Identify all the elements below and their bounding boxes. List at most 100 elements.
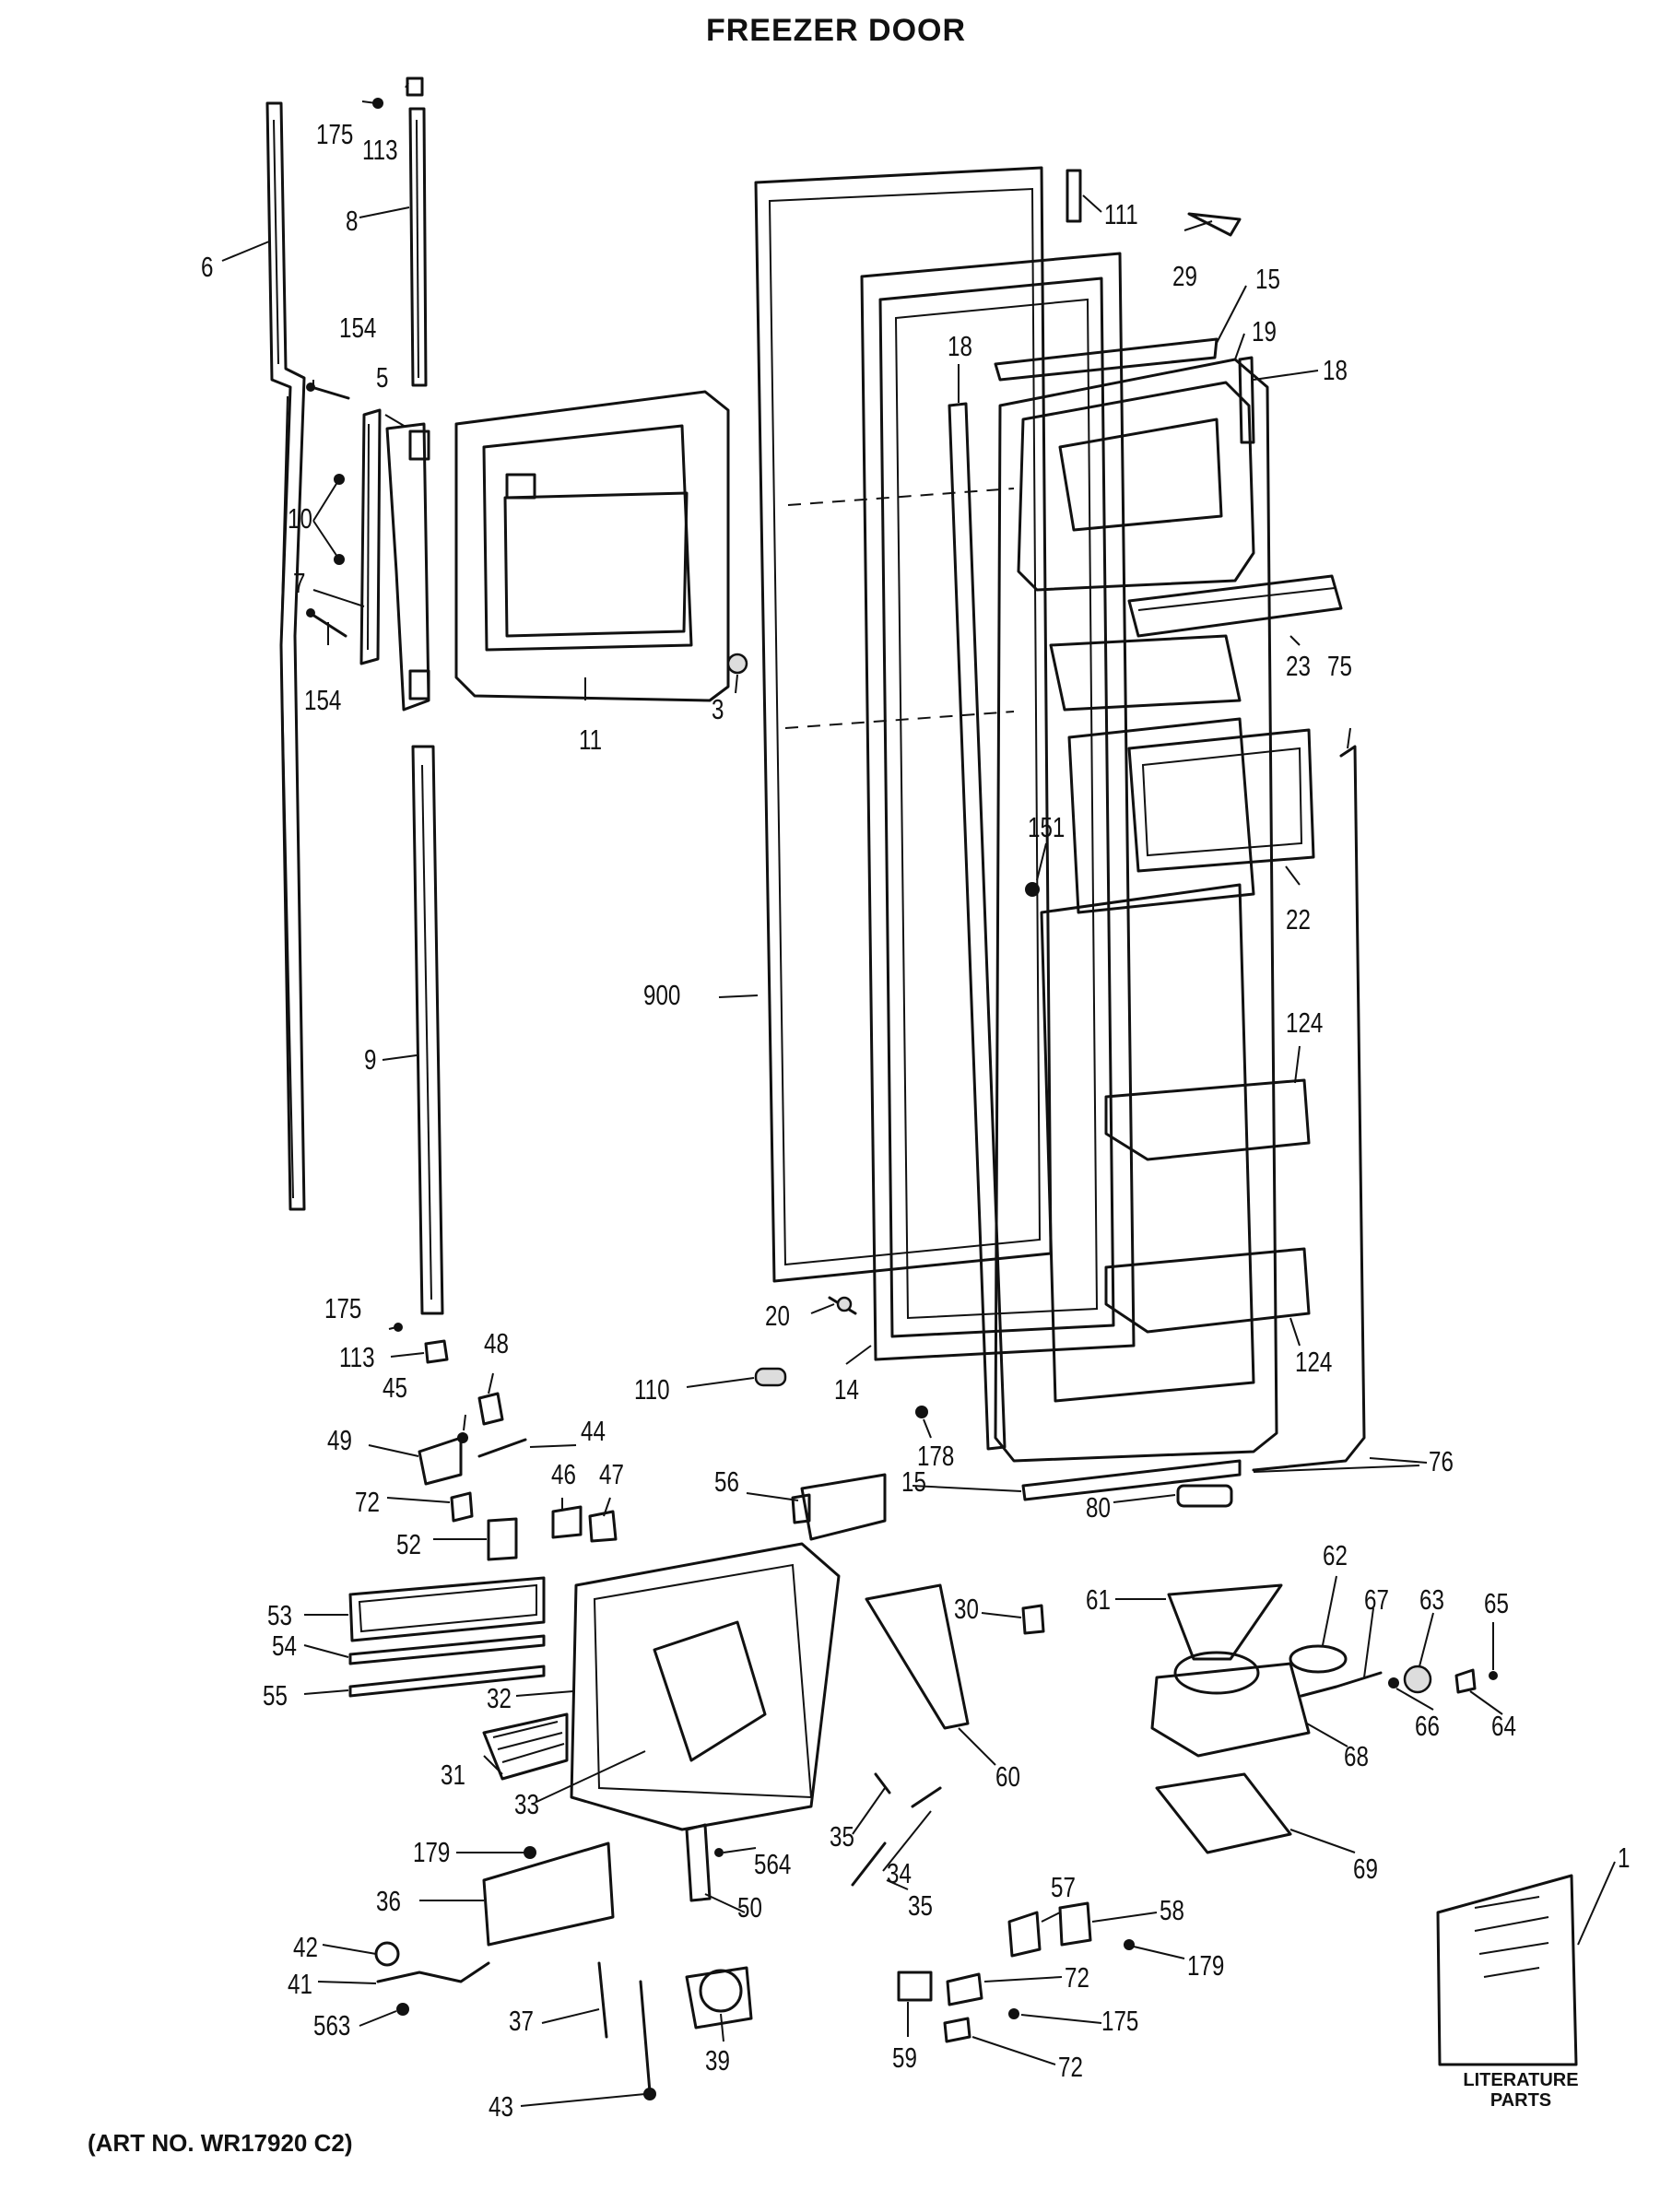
part-46-bracket — [551, 1505, 583, 1539]
part-48-clip — [477, 1392, 504, 1426]
part-65-fastener — [1489, 1671, 1498, 1680]
callout-11: 11 — [579, 724, 603, 756]
callout-41: 41 — [288, 1968, 312, 2000]
callout-7: 7 — [293, 567, 306, 599]
part-22-window — [1127, 728, 1315, 873]
part-60-bracket — [865, 1583, 970, 1730]
part-18-strip-left — [948, 402, 1007, 1451]
callout-175: 175 — [316, 118, 354, 150]
part-179-screw-right — [1124, 1939, 1135, 1950]
part-80-block — [1176, 1484, 1233, 1508]
part-62-disc — [1289, 1644, 1348, 1674]
part-30-clip — [1021, 1604, 1045, 1635]
leader-lines — [221, 82, 1616, 2107]
callout-154: 154 — [339, 312, 377, 344]
callout-46: 46 — [551, 1458, 576, 1490]
part-32-housing — [570, 1542, 841, 1831]
callout-15b: 15 — [901, 1465, 926, 1498]
callout-8: 8 — [346, 205, 359, 237]
part-57-switch — [1007, 1911, 1042, 1958]
callout-43: 43 — [489, 2090, 513, 2123]
part-6-gasket — [265, 101, 306, 1211]
part-110-button — [754, 1367, 787, 1387]
callout-39: 39 — [705, 2044, 730, 2077]
part-72-switch-mid — [946, 1972, 983, 2006]
callout-6: 6 — [201, 251, 214, 283]
callout-151: 151 — [1028, 811, 1066, 843]
callout-56: 56 — [714, 1465, 739, 1498]
callout-154b: 154 — [304, 684, 342, 716]
callout-32: 32 — [487, 1682, 512, 1714]
callout-35: 35 — [830, 1820, 854, 1853]
part-178-fastener — [915, 1406, 928, 1418]
callout-62: 62 — [1323, 1539, 1348, 1571]
part-59-plate — [897, 1971, 933, 2002]
callout-44: 44 — [581, 1415, 606, 1447]
part-54-strip — [348, 1634, 546, 1665]
callout-80: 80 — [1086, 1491, 1111, 1524]
callout-113b: 113 — [339, 1341, 375, 1373]
part-3-knob — [726, 653, 748, 675]
callout-35b: 35 — [908, 1889, 933, 1922]
callout-57: 57 — [1051, 1871, 1076, 1903]
part-124-bin-upper — [1104, 1078, 1311, 1161]
part-11-dispenser-panel — [454, 390, 730, 702]
part-151-screw — [1025, 882, 1040, 897]
part-154-screw-a — [310, 385, 350, 400]
part-41-arm — [376, 1961, 490, 1983]
callout-34: 34 — [887, 1857, 912, 1889]
callout-175b: 175 — [324, 1292, 362, 1324]
part-67-rod — [1300, 1671, 1383, 1698]
callout-175c: 175 — [1101, 2005, 1139, 2037]
part-66-washer — [1388, 1677, 1399, 1688]
callout-110: 110 — [634, 1373, 670, 1406]
callout-20: 20 — [765, 1300, 790, 1332]
callout-5: 5 — [376, 361, 389, 394]
part-35-pin-a — [874, 1772, 891, 1794]
callout-72c: 72 — [1058, 2051, 1083, 2083]
part-15-top-trim — [994, 337, 1219, 382]
part-55-strip — [348, 1665, 546, 1698]
part-14-door-gasket — [860, 252, 1136, 1361]
callout-60: 60 — [995, 1760, 1020, 1793]
callout-18: 18 — [948, 330, 972, 362]
callout-49: 49 — [327, 1424, 352, 1456]
part-8-handle-trim — [408, 107, 428, 387]
callout-61: 61 — [1086, 1583, 1111, 1616]
part-37-spring — [597, 1961, 608, 2039]
part-111-clip — [1066, 169, 1082, 223]
callout-66: 66 — [1415, 1710, 1440, 1742]
part-69-base — [1155, 1772, 1292, 1854]
callout-72: 72 — [355, 1486, 380, 1518]
literature-label: LITERATURE — [1463, 2070, 1579, 2090]
callout-10: 10 — [288, 502, 312, 535]
callout-64: 64 — [1491, 1710, 1516, 1742]
part-52-block — [487, 1517, 518, 1561]
callout-68: 68 — [1344, 1740, 1369, 1772]
part-61-chute — [1167, 1583, 1283, 1661]
part-34-spring — [911, 1786, 942, 1808]
part-44-spring — [477, 1438, 527, 1458]
callout-9: 9 — [364, 1043, 377, 1076]
part-1-literature — [1436, 1874, 1578, 2066]
part-564-fastener — [714, 1848, 724, 1857]
callout-59: 59 — [892, 2041, 917, 2074]
callout-18b: 18 — [1323, 354, 1348, 386]
callout-58: 58 — [1160, 1894, 1184, 1926]
callout-67: 67 — [1364, 1583, 1389, 1616]
callout-72b: 72 — [1065, 1961, 1089, 1994]
callout-178: 178 — [917, 1440, 955, 1472]
callout-124b: 124 — [1295, 1346, 1333, 1378]
part-18-strip-right — [1238, 356, 1255, 444]
callout-30: 30 — [954, 1593, 979, 1625]
callout-36: 36 — [376, 1885, 401, 1917]
part-50-lever — [685, 1823, 712, 1902]
callout-33: 33 — [514, 1788, 539, 1820]
part-64-clip — [1454, 1668, 1477, 1694]
part-5-handle — [385, 422, 430, 712]
part-900-door-panel — [754, 166, 1053, 1283]
callout-75: 75 — [1327, 650, 1352, 682]
art-number: (ART NO. WR17920 C2) — [88, 2129, 353, 2157]
callout-31: 31 — [441, 1759, 465, 1791]
callout-19: 19 — [1252, 315, 1277, 347]
